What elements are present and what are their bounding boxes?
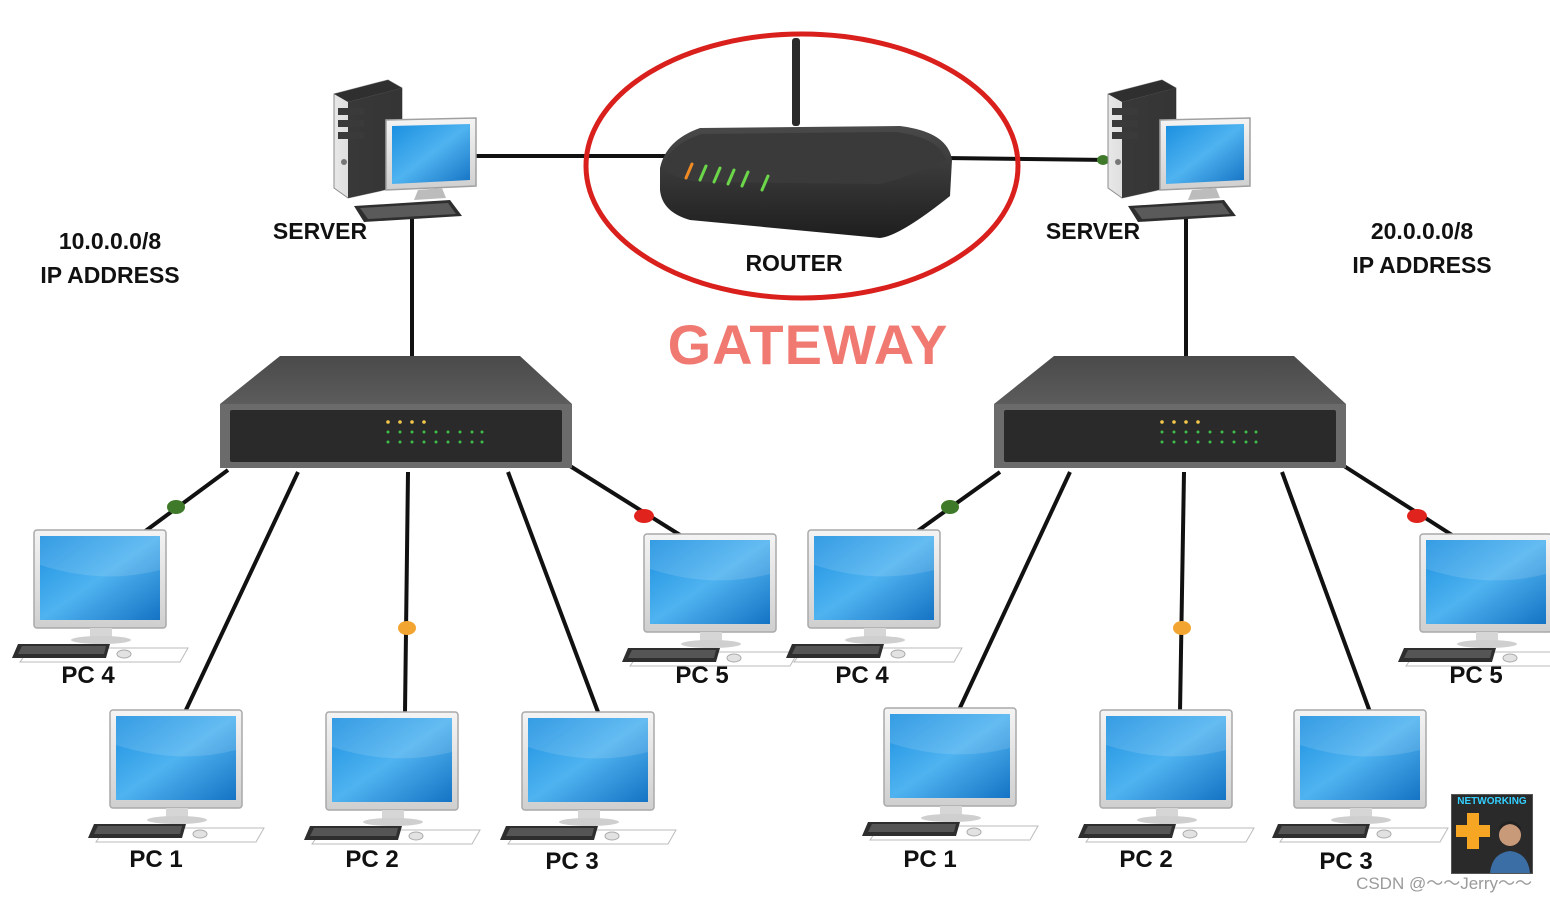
server-label-left: SERVER — [272, 218, 368, 244]
pc-icon-right-1 — [861, 707, 1039, 841]
router-label: ROUTER — [745, 250, 843, 276]
right-ip-subnet: 20.0.0.0/8 — [1370, 218, 1474, 244]
network-cables — [138, 154, 1454, 713]
pc-label-left-4: PC 4 — [61, 662, 115, 689]
switch-icon-left — [220, 356, 572, 468]
pc-label-left-1: PC 1 — [129, 846, 183, 873]
link-dot-red — [1407, 509, 1427, 523]
server-label-right: SERVER — [1045, 218, 1141, 244]
pc-icon-right-5 — [1397, 533, 1550, 667]
server-icon-left — [333, 79, 477, 223]
link-status-dots — [167, 155, 1427, 635]
link-dot-red — [634, 509, 654, 523]
pc-label-left-5: PC 5 — [675, 662, 729, 689]
server-icon-right — [1107, 79, 1251, 223]
link-dot-green — [941, 500, 959, 514]
pc-icon-left-5 — [621, 533, 799, 667]
pc-label-left-2: PC 2 — [345, 846, 399, 873]
link-dot-orange — [1173, 621, 1191, 635]
gateway-ring — [583, 31, 1021, 301]
right-ip-block: 20.0.0.0/8 IP ADDRESS — [1342, 214, 1502, 282]
pc-label-right-5: PC 5 — [1449, 662, 1503, 689]
pc-icon-left-4 — [11, 529, 189, 663]
pc-icon-right-2 — [1077, 709, 1255, 843]
router-group — [583, 31, 1021, 301]
pc-label-right-3: PC 3 — [1319, 848, 1373, 875]
plus-avatar-icon — [1456, 813, 1530, 873]
router-icon — [660, 126, 952, 238]
link-dot-orange — [398, 621, 416, 635]
switch-icon-right — [994, 356, 1346, 468]
pc-icon-left-1 — [87, 709, 265, 843]
networking-plus-logo: NETWORKING — [1451, 794, 1533, 874]
pc-label-left-3: PC 3 — [545, 848, 599, 875]
left-ip-caption: IP ADDRESS — [40, 262, 180, 288]
link-dot-green — [1097, 155, 1109, 165]
pc-icon-left-3 — [499, 711, 677, 845]
pc-label-right-4: PC 4 — [835, 662, 889, 689]
pc-icon-left-2 — [303, 711, 481, 845]
csdn-watermark: CSDN @～～Jerry～～ — [1356, 874, 1532, 893]
link-dot-green — [167, 500, 185, 514]
pc-icon-right-4 — [785, 529, 963, 663]
logo-text: NETWORKING — [1457, 796, 1527, 807]
pc-label-right-1: PC 1 — [903, 846, 957, 873]
right-ip-caption: IP ADDRESS — [1352, 252, 1492, 278]
left-ip-subnet: 10.0.0.0/8 — [58, 228, 162, 254]
router-antenna — [792, 38, 800, 126]
left-ip-block: 10.0.0.0/8 IP ADDRESS — [30, 224, 190, 292]
pc-label-right-2: PC 2 — [1119, 846, 1173, 873]
pc-icon-right-3 — [1271, 709, 1449, 843]
gateway-label: GATEWAY — [667, 313, 949, 376]
